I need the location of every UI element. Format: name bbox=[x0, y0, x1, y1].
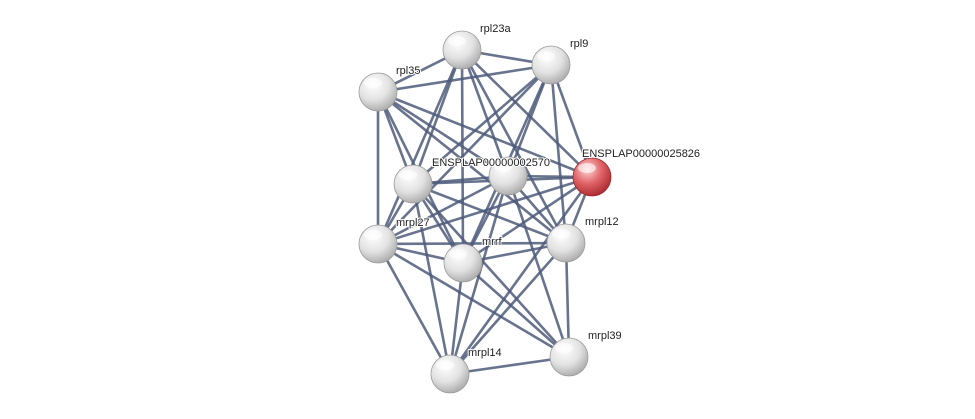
node-label-rpl23a: rpl23a bbox=[480, 23, 511, 35]
node-label-mrpl14: mrpl14 bbox=[468, 347, 502, 359]
node-ENSPLAP00000002570[interactable] bbox=[488, 156, 528, 196]
node-mrpl27_hub[interactable] bbox=[393, 164, 433, 204]
edge-rpl9-ENSPLAP00000025826 bbox=[549, 64, 594, 178]
node-sphere[interactable] bbox=[430, 354, 470, 394]
node-ENSPLAP00000025826[interactable] bbox=[572, 157, 612, 197]
labels-layer: rpl23a rpl9 rpl35ENSPLAP00000025826ENSPLAP… bbox=[395, 22, 701, 360]
node-highlight bbox=[552, 229, 570, 239]
node-mrpl14[interactable] bbox=[430, 354, 470, 394]
node-label-rpl35: rpl35 bbox=[396, 65, 420, 77]
node-highlight bbox=[399, 170, 417, 180]
node-label-mrpl12: mrpl12 bbox=[585, 216, 619, 228]
node-label-ENSPLAP00000002570: ENSPLAP00000002570 bbox=[432, 157, 550, 169]
node-label-ENSPLAP00000025826: ENSPLAP00000025826 bbox=[582, 148, 700, 160]
node-highlight bbox=[364, 78, 382, 88]
node-rpl9[interactable] bbox=[531, 45, 571, 85]
node-highlight bbox=[537, 51, 555, 61]
node-sphere[interactable] bbox=[443, 243, 483, 283]
node-highlight bbox=[436, 360, 454, 370]
edge-rpl23a-ENSPLAP00000025826 bbox=[461, 49, 593, 178]
node-label-rpl9: rpl9 bbox=[570, 38, 588, 50]
node-mrpl39[interactable] bbox=[549, 337, 589, 377]
node-label-mrpl39: mrpl39 bbox=[588, 330, 622, 342]
node-sphere[interactable] bbox=[531, 45, 571, 85]
node-rpl35[interactable] bbox=[358, 72, 398, 112]
edge-mrpl39-mrpl14 bbox=[449, 355, 570, 376]
node-sphere[interactable] bbox=[358, 72, 398, 112]
edge-rpl9-rpl35 bbox=[377, 63, 552, 94]
node-mrpl12[interactable] bbox=[546, 223, 586, 263]
edge-rpl9-mrpl27_hub bbox=[412, 64, 552, 185]
edge-rpl35-ENSPLAP00000002570 bbox=[377, 90, 509, 178]
edge-mrpl27_hub-mrpl12 bbox=[412, 182, 567, 245]
node-sphere[interactable] bbox=[442, 30, 482, 70]
nodes-layer bbox=[358, 30, 612, 394]
node-highlight bbox=[578, 163, 596, 173]
edge-rpl35-ENSPLAP00000025826 bbox=[377, 90, 593, 179]
node-highlight bbox=[494, 162, 512, 172]
node-rpl23a[interactable] bbox=[442, 30, 482, 70]
edge-ENSPLAP00000025826-mrpl14 bbox=[448, 176, 594, 375]
node-label-mrrf: mrrf bbox=[482, 236, 502, 248]
edge-ENSPLAP00000025826-mrrf bbox=[462, 175, 593, 265]
edge-mrpl12-mrpl14 bbox=[449, 242, 567, 375]
edge-mrpl27_hub-mrpl39 bbox=[412, 183, 570, 358]
edge-mrpl27_hub-mrpl14 bbox=[411, 183, 452, 375]
edge-mrrf-mrpl39 bbox=[462, 262, 570, 358]
node-highlight bbox=[555, 343, 573, 353]
node-highlight bbox=[448, 36, 466, 46]
node-highlight bbox=[449, 249, 467, 259]
node-sphere[interactable] bbox=[546, 223, 586, 263]
node-sphere[interactable] bbox=[393, 164, 433, 204]
node-highlight bbox=[364, 230, 382, 240]
edge-rpl23a-ENSPLAP00000002570 bbox=[460, 49, 510, 177]
edge-rpl35-mrpl12 bbox=[377, 90, 567, 245]
node-label-mrpl27: mrpl27 bbox=[396, 217, 430, 229]
node-sphere[interactable] bbox=[572, 157, 612, 197]
node-sphere[interactable] bbox=[549, 337, 589, 377]
node-mrrf[interactable] bbox=[443, 243, 483, 283]
edges-layer bbox=[376, 48, 594, 376]
edge-ENSPLAP00000002570-mrpl14 bbox=[448, 175, 510, 375]
edge-rpl9-mrpl12 bbox=[549, 64, 568, 244]
edge-mrpl27-mrpl39 bbox=[377, 242, 570, 359]
edge-ENSPLAP00000002570-mrpl27 bbox=[377, 174, 509, 246]
node-sphere[interactable] bbox=[358, 224, 398, 264]
edge-ENSPLAP00000002570-mrpl39 bbox=[506, 175, 571, 358]
edge-mrpl27-mrpl14 bbox=[376, 243, 452, 375]
node-mrpl27[interactable] bbox=[358, 224, 398, 264]
edge-mrpl27-mrpl12 bbox=[377, 241, 567, 246]
edge-rpl9-mrpl27 bbox=[377, 64, 552, 245]
